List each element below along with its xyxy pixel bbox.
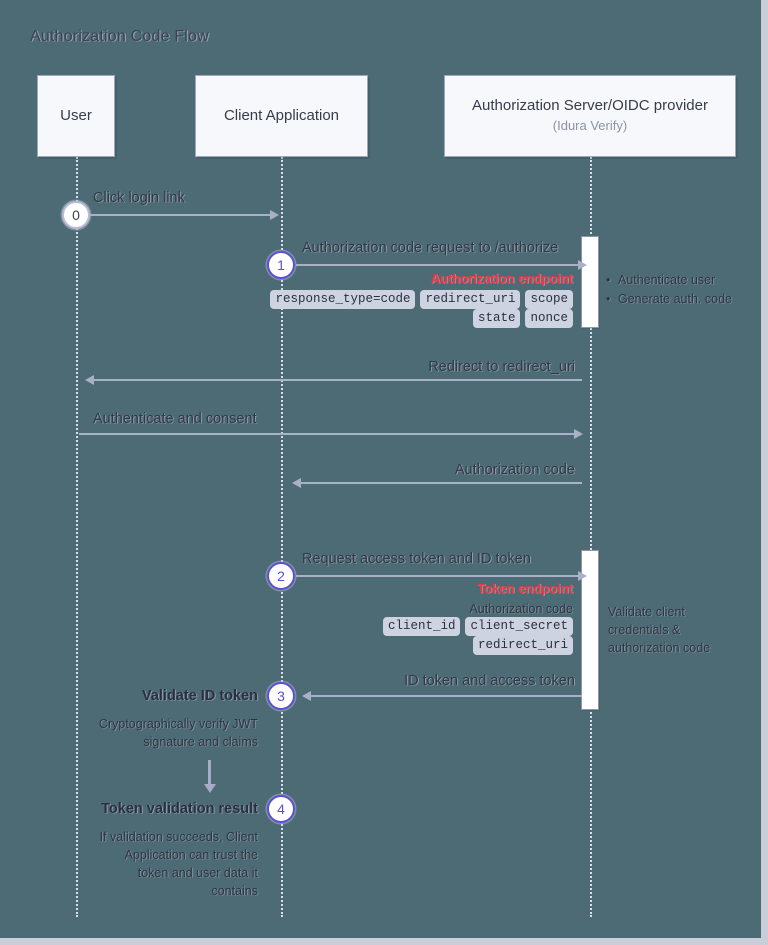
arrow-head-left-icon	[292, 478, 301, 488]
arrow-head-right-icon	[578, 260, 587, 270]
param-chip: nonce	[525, 309, 573, 329]
step-marker-1[interactable]: 1	[267, 251, 295, 279]
diagram-title: Authorization Code Flow	[30, 28, 209, 45]
arrow-authenticate-and-consent	[79, 433, 576, 435]
participant-subtitle: (Idura Verify)	[552, 117, 628, 133]
message-label-id-token-and-access-token: ID token and access token	[404, 673, 575, 689]
message-label-authorization-code: Authorization code	[454, 462, 575, 478]
activation-bar-authorize	[581, 236, 599, 328]
lifeline-server	[590, 157, 592, 917]
endpoint-label-token: Token endpoint	[477, 581, 573, 596]
arrow-head-left-icon	[85, 375, 94, 385]
arrow-request-access-token	[296, 575, 581, 577]
arrow-down-line	[208, 760, 211, 786]
param-chip: redirect_uri	[420, 290, 521, 310]
participant-name: Authorization Server/OIDC provider	[472, 97, 708, 115]
arrow-authorization-code-request	[296, 264, 581, 266]
arrow-redirect-to-redirect-uri	[93, 379, 582, 381]
participant-user[interactable]: User	[37, 75, 115, 157]
note-item: Authenticate user	[606, 271, 732, 290]
message-label-authorization-code-request: Authorization code request to /authorize	[302, 240, 559, 256]
authorize-params-row-2: state nonce	[300, 309, 573, 329]
step-marker-4[interactable]: 4	[267, 795, 295, 823]
param-chip: state	[472, 309, 521, 329]
step-label-token-validation-result: Token validation result	[101, 801, 258, 817]
participant-name: User	[60, 106, 92, 124]
authorize-params-row-1: response_type=code redirect_uri scope	[270, 290, 573, 310]
client-note-result: If validation succeeds, Client Applicati…	[99, 830, 258, 899]
step-marker-3[interactable]: 3	[267, 682, 295, 710]
participant-client-application[interactable]: Client Application	[195, 75, 368, 157]
arrow-id-token-and-access-token	[310, 695, 582, 697]
token-params-row-2: redirect_uri	[300, 636, 573, 656]
arrow-head-left-icon	[302, 691, 311, 701]
server-note-token: Validate client credentials & authorizat…	[608, 605, 711, 656]
arrow-head-right-icon	[574, 429, 583, 439]
endpoint-label-authorization: Authorization endpoint	[430, 271, 573, 286]
arrow-authorization-code	[300, 482, 582, 484]
message-label-authenticate-and-consent: Authenticate and consent	[93, 411, 257, 427]
participant-authorization-server[interactable]: Authorization Server/OIDC provider (Idur…	[444, 75, 736, 157]
token-params-plain: Authorization code	[469, 602, 573, 616]
step-marker-2[interactable]: 2	[267, 562, 295, 590]
message-label-request-access-token: Request access token and ID token	[302, 551, 531, 567]
message-label-click-login-link: Click login link	[93, 190, 185, 206]
param-chip: client_id	[382, 617, 461, 637]
message-label-redirect-to-redirect-uri: Redirect to redirect_uri	[428, 359, 575, 375]
arrow-head-right-icon	[578, 571, 587, 581]
participant-name: Client Application	[223, 106, 340, 124]
server-note-authorize: Authenticate user Generate auth. code	[606, 271, 732, 309]
param-chip: scope	[525, 290, 573, 310]
arrow-click-login-link	[90, 214, 272, 216]
token-params-row-1: client_id client_secret	[300, 617, 573, 637]
step-label-validate-id-token: Validate ID token	[141, 688, 258, 704]
lifeline-user	[76, 157, 78, 917]
step-marker-0[interactable]: 0	[62, 201, 90, 229]
lifeline-client	[281, 157, 283, 917]
param-chip: redirect_uri	[472, 636, 573, 656]
param-chip: response_type=code	[270, 290, 416, 310]
arrow-head-down-icon	[204, 784, 216, 793]
client-note-validate: Cryptographically verify JWT signature a…	[98, 717, 258, 750]
arrow-head-right-icon	[270, 210, 279, 220]
note-item: Generate auth. code	[606, 290, 732, 309]
param-chip: client_secret	[465, 617, 573, 637]
activation-bar-token	[581, 550, 599, 710]
